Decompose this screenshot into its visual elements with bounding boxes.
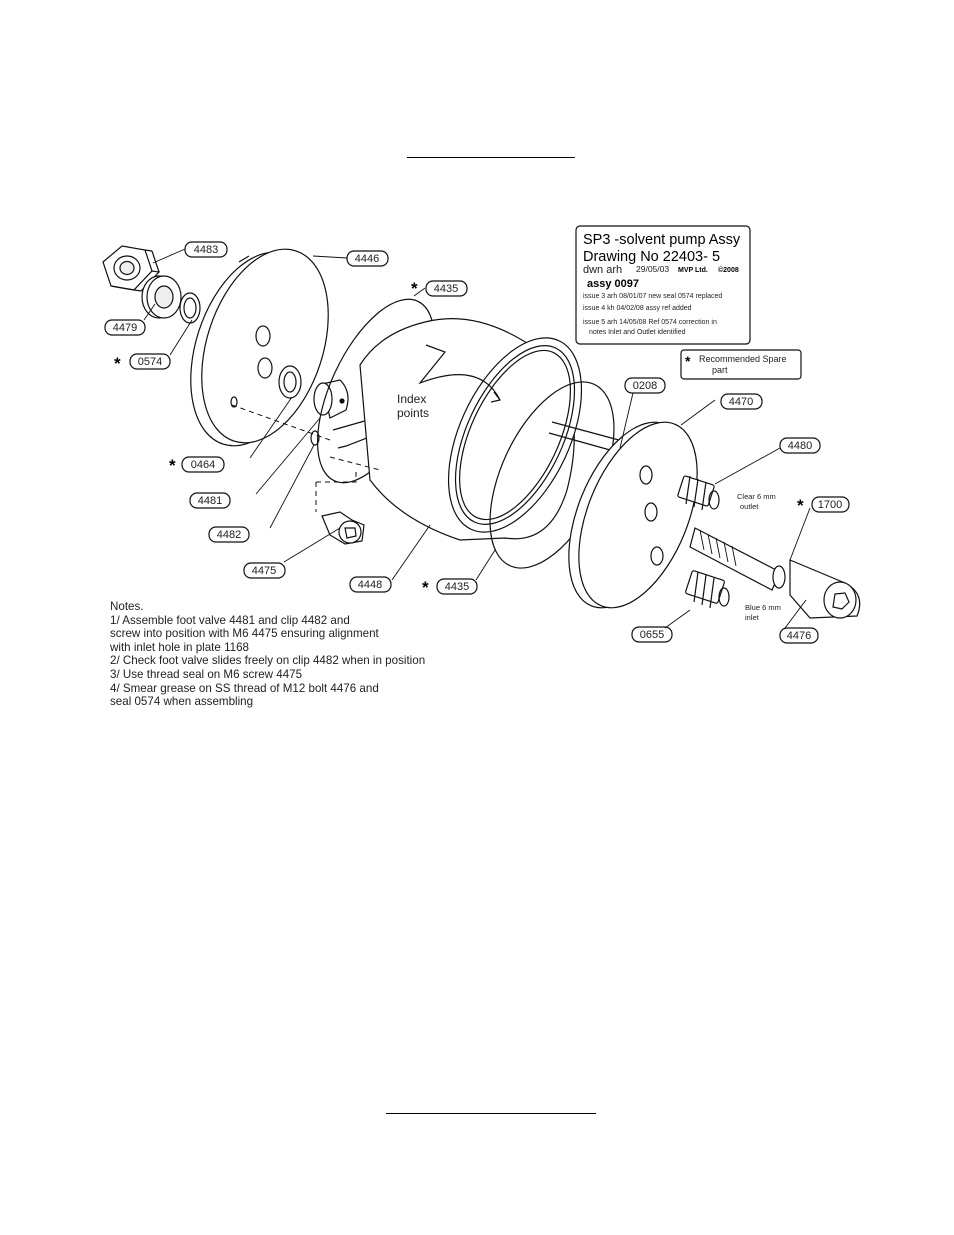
title-block-line2: Drawing No 22403- 5 xyxy=(583,249,720,265)
part-label-0574: 0574 xyxy=(138,356,162,368)
part-label-4446: 4446 xyxy=(355,253,379,265)
bolt-4476-part xyxy=(689,527,861,619)
inlet-label-line1: Blue 6 mm xyxy=(745,603,781,612)
part-label-4470: 4470 xyxy=(729,396,753,408)
foot-valve-4481-part xyxy=(313,379,349,419)
seal-0464-part xyxy=(278,365,302,399)
top-rule xyxy=(407,157,575,158)
inlet-label-line2: inlet xyxy=(745,613,760,622)
title-block-issue-5b: notes Inlet and Outlet identified xyxy=(589,329,686,336)
spare-note-line1: Recommended Spare xyxy=(699,354,787,364)
outlet-label-line2: outlet xyxy=(740,502,759,511)
spare-star-1700: * xyxy=(797,496,804,515)
title-block-issue-4: issue 4 kh 04/02/08 assy ref added xyxy=(583,305,692,312)
notes-line-3: with inlet hole in plate 1168 xyxy=(110,640,250,654)
title-block-drawn-date: 29/05/03 xyxy=(636,264,669,274)
title-block-drawn-by: dwn arh xyxy=(583,264,622,276)
assembly-notes: Notes. 1/ Assemble foot valve 4481 and c… xyxy=(110,600,510,709)
seal-0574-part xyxy=(179,292,201,324)
part-label-4479: 4479 xyxy=(113,322,137,334)
end-plate-4470-part xyxy=(568,421,698,609)
spare-star-0574: * xyxy=(114,354,121,373)
part-label-4482: 4482 xyxy=(217,529,241,541)
part-label-4435-bottom: 4435 xyxy=(445,581,469,593)
notes-line-2: screw into position with M6 4475 ensurin… xyxy=(110,627,379,641)
cylinder-4448-part xyxy=(359,318,583,541)
outlet-fitting-4480-part xyxy=(677,475,720,511)
index-label-line1: Index xyxy=(397,392,426,406)
outlet-label-line1: Clear 6 mm xyxy=(737,492,776,501)
screw-4475-part xyxy=(321,511,365,545)
title-block-issue-5a: issue 5 arh 14/05/08 Ref 0574 correction… xyxy=(583,319,717,326)
part-label-0655: 0655 xyxy=(640,629,664,641)
part-label-1700: 1700 xyxy=(818,499,842,511)
part-label-0208: 0208 xyxy=(633,380,657,392)
part-label-4448: 4448 xyxy=(358,579,382,591)
notes-heading: Notes. xyxy=(110,600,144,613)
title-block-assy: assy 0097 xyxy=(587,278,639,290)
leader-lines xyxy=(143,248,811,629)
part-label-4483: 4483 xyxy=(194,244,218,256)
notes-line-4: 2/ Check foot valve slides freely on cli… xyxy=(110,654,426,668)
notes-line-5: 3/ Use thread seal on M6 screw 4475 xyxy=(110,667,303,681)
title-block-copyright: ©2008 xyxy=(718,266,739,274)
part-label-4475: 4475 xyxy=(252,565,276,577)
index-points-arrow xyxy=(418,344,502,403)
spare-star-4435-top: * xyxy=(411,279,418,298)
spare-note-star: * xyxy=(685,353,691,369)
inlet-fitting-0655-part xyxy=(685,570,730,609)
part-label-4481: 4481 xyxy=(198,495,222,507)
bottom-rule xyxy=(386,1113,596,1114)
spare-star-0464: * xyxy=(169,456,176,475)
notes-line-6: 4/ Smear grease on SS thread of M12 bolt… xyxy=(110,681,379,695)
hex-nut-4483-part xyxy=(102,245,161,292)
notes-line-1: 1/ Assemble foot valve 4481 and clip 448… xyxy=(110,613,350,627)
washer-4479-part xyxy=(141,275,182,319)
part-label-4435-top: 4435 xyxy=(434,283,458,295)
notes-line-7: seal 0574 when assembling xyxy=(110,695,254,709)
part-label-4476: 4476 xyxy=(787,630,811,642)
title-block-company: MVP Ltd. xyxy=(678,267,708,274)
end-plate-4446-part xyxy=(190,248,329,447)
spare-note-box xyxy=(680,349,802,380)
spare-star-4435-bottom: * xyxy=(422,578,429,597)
part-label-boxes xyxy=(104,241,850,644)
index-label-line2: points xyxy=(397,406,429,420)
title-block-issue-3: issue 3 arh 08/01/07 new seal 0574 repla… xyxy=(583,293,722,300)
part-label-4480: 4480 xyxy=(788,440,812,452)
part-label-0464: 0464 xyxy=(191,459,215,471)
title-block-box xyxy=(575,225,751,345)
clip-4482-part xyxy=(310,419,373,449)
spare-note-line2: part xyxy=(712,365,728,375)
title-block-line1: SP3 -solvent pump Assy xyxy=(583,232,741,248)
